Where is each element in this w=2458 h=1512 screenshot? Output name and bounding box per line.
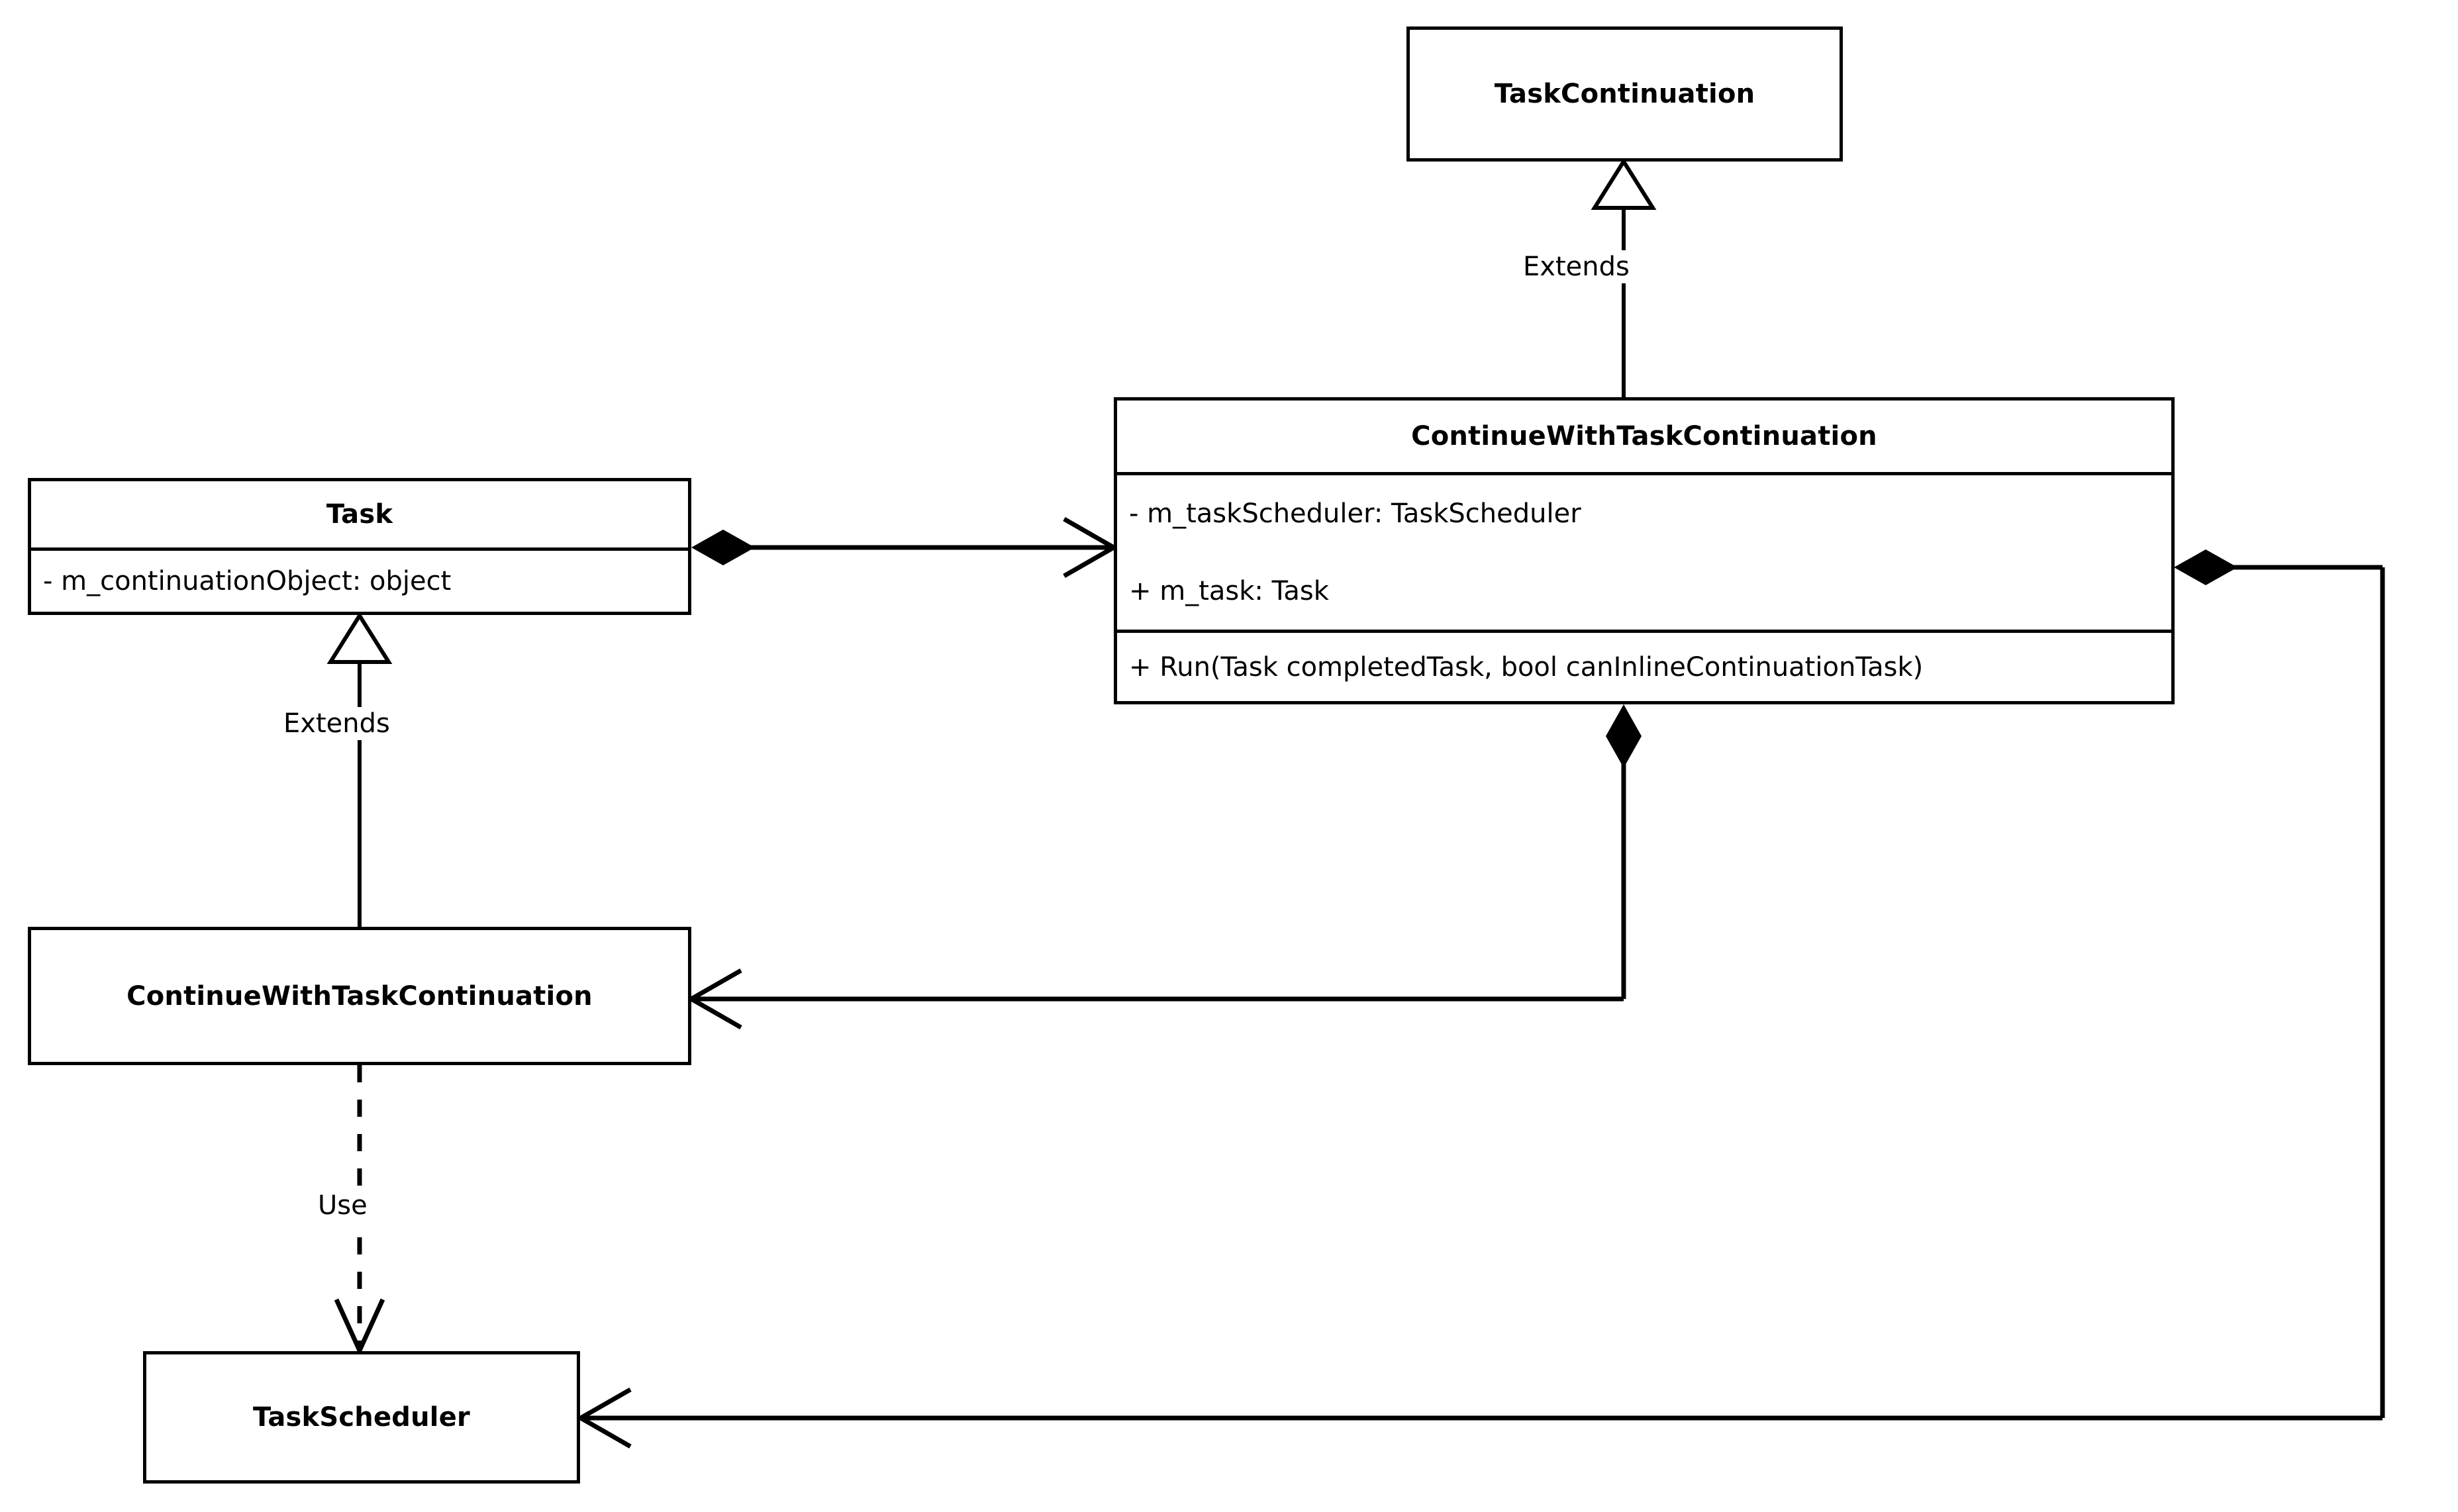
class-title-compartment: ContinueWithTaskContinuation — [1117, 401, 2171, 472]
class-name-continuewithtaskcontinuation-main: ContinueWithTaskContinuation — [1411, 421, 1877, 451]
class-name-continuewithtaskcontinuation-left: ContinueWithTaskContinuation — [126, 980, 593, 1012]
class-box-task[interactable]: Task - m_continuationObject: object — [28, 478, 691, 615]
class-attribute: + m_task: Task — [1129, 575, 1329, 606]
class-attributes-compartment: - m_continuationObject: object — [31, 547, 688, 612]
class-name-taskscheduler: TaskScheduler — [253, 1402, 470, 1433]
class-title-compartment: TaskScheduler — [146, 1354, 577, 1480]
relationship-label-extends-left: Extends — [277, 707, 397, 740]
connector-composition-task-to-cwtc — [691, 516, 1119, 579]
connector-composition-cwtc-to-cwtcleft — [686, 704, 1642, 1030]
connector-extends-left — [326, 612, 393, 927]
relationship-label-use: Use — [311, 1189, 374, 1222]
class-title-compartment: Task — [31, 481, 688, 547]
class-title-compartment: ContinueWithTaskContinuation — [31, 930, 688, 1062]
class-attribute: - m_continuationObject: object — [43, 566, 452, 596]
class-box-continuewithtaskcontinuation-left[interactable]: ContinueWithTaskContinuation — [28, 927, 691, 1065]
relationship-label-extends-top: Extends — [1516, 250, 1636, 283]
class-operations-compartment: + Run(Task completedTask, bool canInline… — [1117, 630, 2171, 701]
class-box-taskscheduler[interactable]: TaskScheduler — [143, 1351, 580, 1484]
class-attributes-compartment: - m_taskScheduler: TaskScheduler + m_tas… — [1117, 472, 2171, 630]
class-operation: + Run(Task completedTask, bool canInline… — [1129, 651, 1924, 683]
class-box-continuewithtaskcontinuation-main[interactable]: ContinueWithTaskContinuation - m_taskSch… — [1114, 397, 2175, 704]
class-box-taskcontinuation[interactable]: TaskContinuation — [1406, 26, 1843, 162]
class-title-compartment: TaskContinuation — [1410, 30, 1840, 158]
class-name-taskcontinuation: TaskContinuation — [1494, 79, 1755, 109]
class-attribute: - m_taskScheduler: TaskScheduler — [1129, 498, 1581, 530]
class-name-task: Task — [326, 499, 393, 530]
